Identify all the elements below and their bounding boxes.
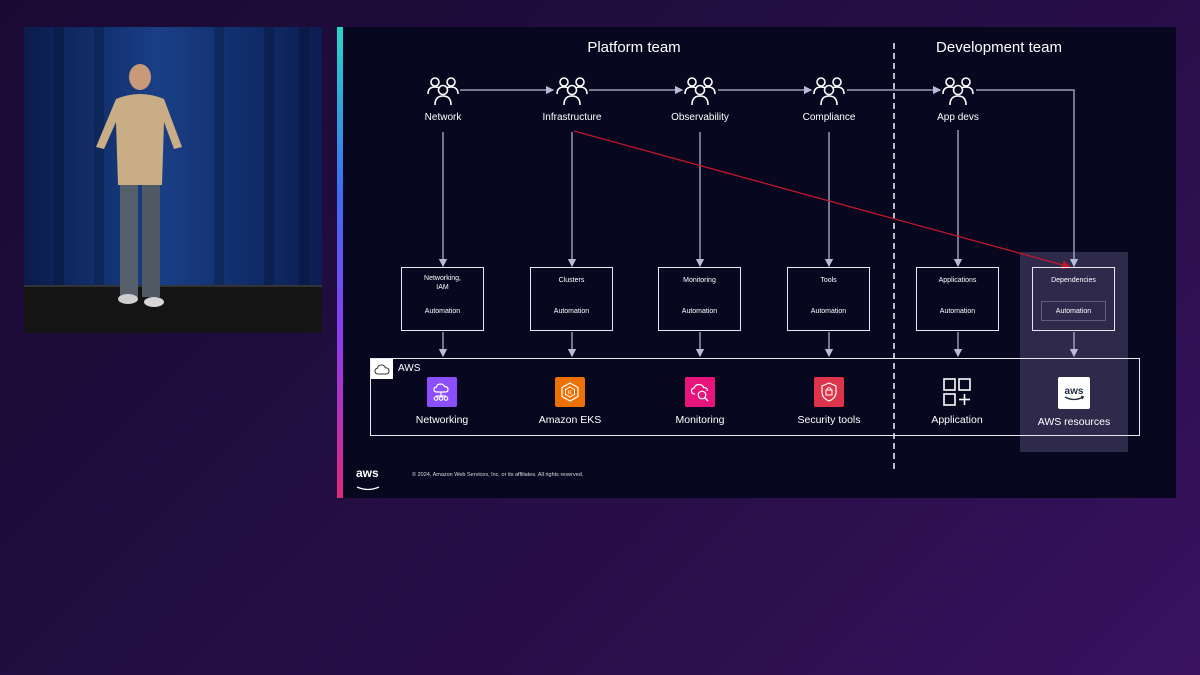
box-title-networking-iam: Networking, IAM xyxy=(424,275,461,291)
platform-team-title: Platform team xyxy=(587,39,681,56)
people-icon xyxy=(684,77,716,106)
svg-text:K: K xyxy=(568,391,572,397)
service-label-application: Application xyxy=(931,414,983,426)
box-automation-label: Automation xyxy=(681,308,718,315)
aws-region-container: AWS xyxy=(370,358,1140,436)
box-automation-label: Automation xyxy=(810,308,847,315)
box-title-tools: Tools xyxy=(820,277,837,284)
service-label-amazon-eks: Amazon EKS xyxy=(538,414,602,426)
service-label-networking: Networking xyxy=(415,414,469,426)
shield-icon xyxy=(814,377,844,407)
role-label-observability: Observability xyxy=(671,112,729,123)
service-networking: Networking xyxy=(392,377,492,426)
role-label-compliance: Compliance xyxy=(802,112,856,123)
aws-region-label: AWS xyxy=(398,363,421,374)
service-security-tools: Security tools xyxy=(779,377,879,426)
stage-edge xyxy=(24,285,322,287)
role-infrastructure: Infrastructure xyxy=(517,74,627,123)
service-label-security-tools: Security tools xyxy=(797,414,861,426)
box-title-clusters: Clusters xyxy=(558,277,585,284)
copyright-text: © 2024, Amazon Web Services, Inc. or its… xyxy=(412,472,584,478)
aws-logo-text: aws xyxy=(356,466,379,480)
people-icon xyxy=(813,77,845,106)
svg-text:aws: aws xyxy=(1065,386,1084,397)
monitoring-service-icon xyxy=(685,377,715,407)
application-grid-icon xyxy=(942,377,972,407)
box-title-dependencies: Dependencies xyxy=(1051,277,1096,284)
box-applications: Applications Automation xyxy=(916,267,999,331)
aws-cloud-badge xyxy=(371,359,393,379)
box-automation-label: Automation xyxy=(1041,301,1106,321)
aws-smile-icon xyxy=(356,486,380,491)
slide-accent-bar xyxy=(337,27,343,498)
box-automation-label: Automation xyxy=(424,308,461,315)
service-label-monitoring: Monitoring xyxy=(675,414,725,426)
presentation-slide: Platform team Development team xyxy=(337,27,1176,498)
role-observability: Observability xyxy=(645,74,755,123)
service-label-aws-resources: AWS resources xyxy=(1037,416,1111,428)
cloud-icon xyxy=(374,364,390,375)
box-title-applications: Applications xyxy=(938,277,977,284)
role-compliance: Compliance xyxy=(774,74,884,123)
people-icon xyxy=(942,77,974,106)
people-icon xyxy=(556,77,588,106)
role-app-devs: App devs xyxy=(903,74,1013,123)
service-application: Application xyxy=(907,377,1007,426)
service-monitoring: Monitoring xyxy=(650,377,750,426)
box-monitoring: Monitoring Automation xyxy=(658,267,741,331)
role-label-network: Network xyxy=(424,112,462,123)
presenter-figure xyxy=(96,64,182,307)
role-network: Network xyxy=(388,74,498,123)
people-icon xyxy=(427,77,459,106)
stage-floor xyxy=(24,287,322,333)
box-title-monitoring: Monitoring xyxy=(683,277,716,284)
role-label-infrastructure: Infrastructure xyxy=(542,112,602,123)
infrastructure-dependency-arrow xyxy=(573,130,1072,270)
diagram-connectors xyxy=(438,43,1079,469)
aws-footer-logo: aws xyxy=(356,467,382,497)
service-amazon-eks: K Amazon EKS xyxy=(520,377,620,426)
box-automation-label: Automation xyxy=(553,308,590,315)
box-networking-iam: Networking, IAM Automation xyxy=(401,267,484,331)
service-aws-resources: aws AWS resources xyxy=(1024,377,1124,428)
box-tools: Tools Automation xyxy=(787,267,870,331)
eks-service-icon: K xyxy=(555,377,585,407)
box-clusters: Clusters Automation xyxy=(530,267,613,331)
aws-logo-icon: aws xyxy=(1058,377,1090,409)
box-automation-label: Automation xyxy=(939,308,976,315)
speaker-video-feed xyxy=(24,27,322,333)
development-team-title: Development team xyxy=(936,39,1062,56)
role-label-app-devs: App devs xyxy=(937,112,979,123)
networking-service-icon xyxy=(427,377,457,407)
box-dependencies: Dependencies Automation xyxy=(1032,267,1115,331)
